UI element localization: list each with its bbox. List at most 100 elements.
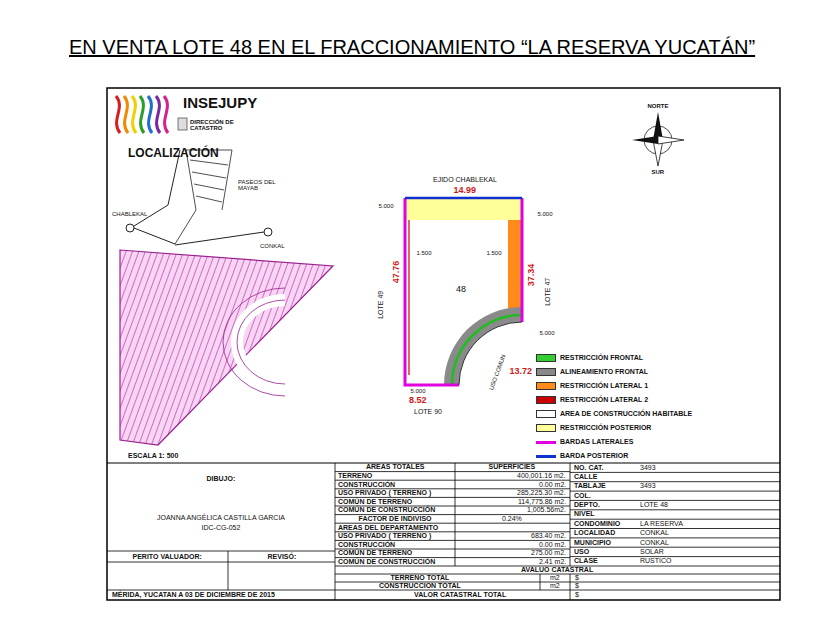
- place-name: CONKAL: [260, 243, 285, 250]
- legend-swatch: [536, 368, 556, 376]
- table-cell: SUPERFICIES: [489, 463, 536, 471]
- legend-swatch: [536, 396, 556, 404]
- table-cell: VALOR CATASTRAL TOTAL: [414, 591, 506, 599]
- lot-name: LOTE 47: [544, 278, 552, 306]
- dimension: 5.000: [379, 203, 394, 210]
- dimension: 14.99: [454, 186, 477, 196]
- table-cell: COMÚN DE TERRENO: [338, 549, 412, 557]
- table-cell: NO. CAT.: [574, 464, 603, 472]
- legend-swatch: [536, 354, 556, 362]
- legend-swatch: [536, 424, 556, 432]
- table-cell: USO: [574, 548, 589, 556]
- table-cell: CALLE: [574, 473, 597, 481]
- agency-name: INSEJUPY: [183, 95, 257, 112]
- dimension: 5.000: [411, 388, 426, 395]
- table-cell: AREAS DEL DEPARTAMENTO: [338, 524, 438, 532]
- table-cell: LOCALIDAD: [574, 529, 615, 537]
- legend-line-sample: [536, 441, 556, 444]
- legend-line-sample: [536, 455, 556, 458]
- table-cell: MUNICIPIO: [574, 539, 611, 547]
- table-cell: NIVEL: [574, 510, 595, 518]
- table-cell: TABLAJE: [574, 482, 606, 490]
- table-cell: TERRENO: [338, 472, 372, 480]
- department-name: DIRECCIÓN DE CATASTRO: [190, 119, 238, 132]
- legend-swatch: [536, 410, 556, 418]
- legend-text: RESTRICCIÓN POSTERIOR: [560, 424, 651, 432]
- table-cell: REVISÓ:: [268, 553, 297, 561]
- table-cell: USO PRIVADO ( TERRENO ): [338, 532, 431, 540]
- table-cell: COMÚN DE TERRENO: [338, 498, 412, 506]
- dimension: 37.34: [527, 264, 537, 287]
- legend-text: RESTRICCIÓN LATERAL 1: [560, 382, 648, 390]
- table-cell: CONSTRUCCION TOTAL: [379, 582, 461, 590]
- table-cell: 275.00 m2.: [531, 549, 566, 557]
- table-cell: AVALUO CATASTRAL: [521, 566, 593, 574]
- table-cell: LOTE 48: [640, 501, 668, 509]
- table-cell: 400,001.16 m2.: [517, 472, 566, 480]
- lot-name: LOTE 90: [414, 408, 442, 416]
- lot-name: LOTE 49: [377, 291, 385, 319]
- table-cell: USO PRIVADO ( TERRENO ): [338, 489, 431, 497]
- table-cell: COL.: [574, 492, 591, 500]
- boundary-name: EJIDO CHABLEKAL: [433, 176, 497, 184]
- dimension: 5.000: [538, 211, 553, 218]
- table-cell: 3493: [640, 464, 656, 472]
- table-cell: SOLAR: [640, 548, 664, 556]
- table-cell: $: [575, 591, 579, 599]
- table-cell: COMÚN DE CONSTRUCCIÓN: [338, 506, 435, 514]
- scale-note: ESCALA 1: 500: [128, 452, 178, 460]
- page-title: EN VENTA LOTE 48 EN EL FRACCIONAMIENTO “…: [69, 36, 755, 58]
- location-map: [120, 150, 333, 445]
- table-cell: CONKAL: [640, 539, 669, 547]
- compass-label: SUR: [652, 169, 665, 176]
- table-cell: JOANNA ANGÉLICA CASTILLA GARCIA: [157, 514, 285, 522]
- table-cell: 0.24%: [502, 515, 522, 523]
- table-cell: m2: [550, 582, 560, 590]
- table-cell: 0.00 m2.: [539, 481, 566, 489]
- table-cell: FACTOR DE INDIVISO: [359, 515, 432, 523]
- table-cell: IDC-CG-052: [202, 524, 241, 532]
- compass-label: NORTE: [648, 103, 669, 110]
- sheet-frame: [107, 88, 780, 600]
- table-cell: 114,775.86 m2.: [518, 498, 566, 506]
- table-cell: CLASE: [574, 557, 598, 565]
- table-cell: RUSTICO: [640, 557, 672, 565]
- table-cell: CONSTRUCCIÓN: [338, 481, 395, 489]
- table-cell: CONSTRUCCIÓN: [338, 541, 395, 549]
- table-cell: $: [575, 582, 579, 590]
- table-cell: m2: [550, 574, 560, 582]
- table-cell: $: [575, 574, 579, 582]
- agency-logo: [116, 96, 187, 133]
- dimension: 1.500: [487, 250, 502, 257]
- legend-text: ALINEAMIENTO FRONTAL: [560, 368, 648, 376]
- table-cell: 2.41 m2.: [539, 558, 566, 566]
- legend-text: RESTRICCIÓN LATERAL 2: [560, 396, 648, 404]
- place-name: CHABLEKAL: [112, 211, 147, 218]
- dimension: 47.76: [392, 261, 402, 284]
- area-name: USO COMUN: [488, 353, 507, 390]
- legend-text: AREA DE CONSTRUCCIÓN HABITABLE: [560, 410, 692, 418]
- dimension: 8.52: [409, 396, 427, 406]
- table-cell: 285,225.30 m2.: [517, 489, 566, 497]
- dimension: 13.72: [510, 367, 533, 377]
- table-cell: 0.00 m2.: [539, 541, 566, 549]
- dimension: 1.500: [417, 250, 432, 257]
- lot-number: 48: [456, 285, 466, 295]
- table-cell: DIBUJO:: [207, 475, 236, 483]
- table-cell: 1,005.56m2.: [527, 506, 566, 514]
- legend-text: BARDA POSTERIOR: [560, 452, 628, 460]
- table-cell: CONDOMINIO: [574, 520, 620, 528]
- table-cell: AREAS TOTALES: [366, 463, 424, 471]
- street-name: PASEOS DEL MAYAB: [238, 179, 282, 192]
- legend-text: BARDAS LATERALES: [560, 438, 633, 446]
- legend-text: RESTRICCIÓN FRONTAL: [560, 354, 643, 362]
- compass-rose: [632, 112, 684, 166]
- table-lines: [107, 463, 780, 600]
- table-cell: COMÚN DE CONSTRUCCIÓN: [338, 558, 435, 566]
- dimension: 5.000: [540, 330, 555, 337]
- table-cell: PERITO VALUADOR:: [133, 553, 202, 561]
- table-cell: CONKAL: [640, 529, 669, 537]
- table-cell: 3493: [640, 482, 656, 490]
- lot-polygon: 48: [400, 193, 527, 390]
